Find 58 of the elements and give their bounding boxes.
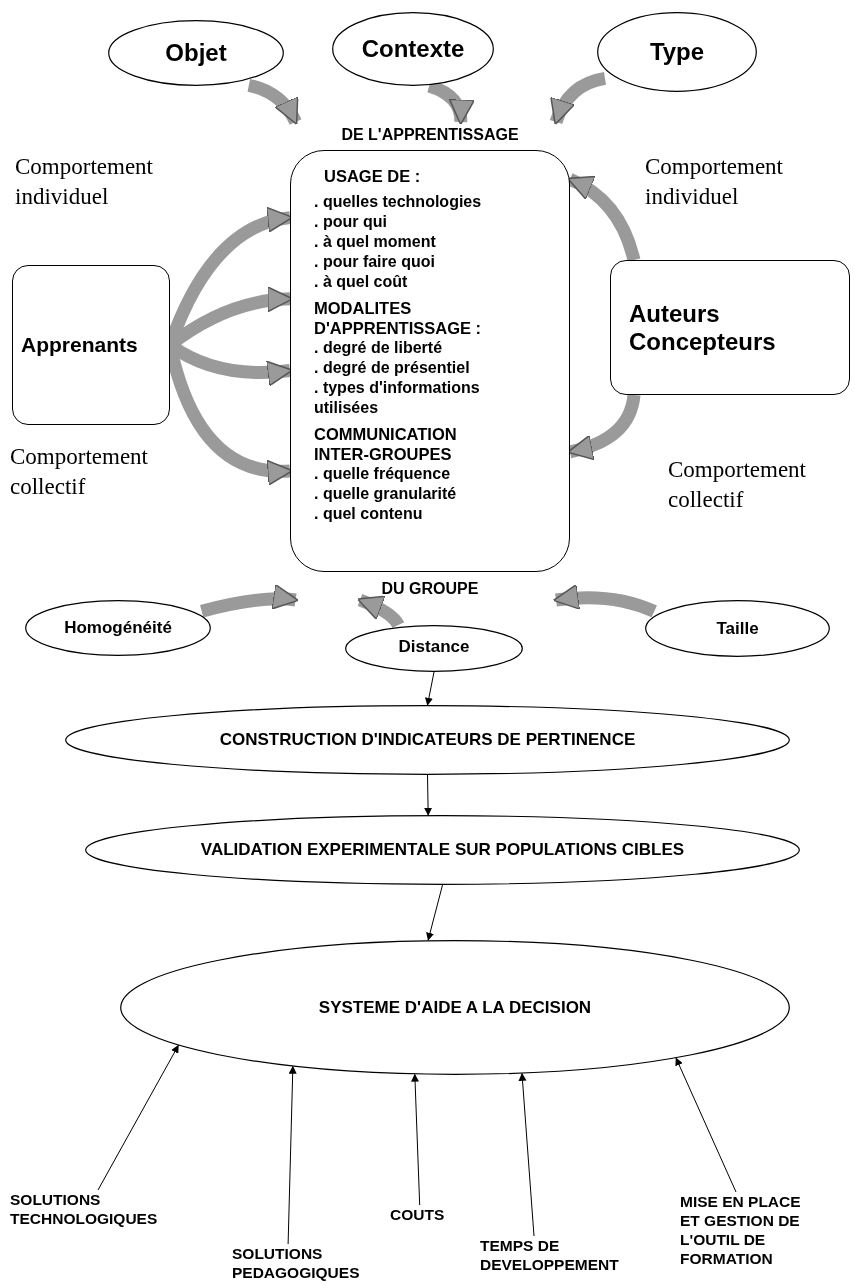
ellipse-node	[120, 940, 790, 1075]
arrow	[97, 1044, 179, 1191]
node-label: Apprenants	[21, 333, 138, 357]
node-label: Taille	[716, 618, 759, 639]
list-item: . pour qui	[314, 212, 387, 232]
node-label: Homogénéité	[64, 618, 172, 638]
section-heading: USAGE DE :	[324, 166, 421, 186]
factor-text: TEMPS DE DEVELOPPEMENT	[480, 1236, 680, 1276]
factor-text: COUTS	[390, 1205, 480, 1227]
annotation-text: Comportement collectif	[668, 456, 807, 514]
ellipse-node	[332, 12, 494, 86]
section-heading: MODALITES D'APPRENTISSAGE :	[314, 298, 483, 338]
arrow	[287, 1065, 297, 1245]
ellipse-node	[597, 12, 757, 92]
ellipse-node	[345, 625, 523, 672]
list-item: . quel contenu	[314, 504, 423, 524]
node-label: Objet	[165, 39, 227, 67]
arrow	[411, 1073, 421, 1206]
node-label: Distance	[398, 636, 470, 657]
ellipse-node	[25, 600, 211, 656]
factor-text: SOLUTIONS PEDAGOGIQUES	[232, 1244, 402, 1284]
list-item: . quelle granularité	[314, 484, 457, 504]
curved-block-arrow	[552, 584, 657, 618]
list-item: . types d'informations utilisées	[314, 378, 481, 418]
arrow	[675, 1057, 737, 1193]
node-label: Auteurs Concepteurs	[629, 299, 777, 356]
node-label: SYSTEME D'AIDE A LA DECISION	[318, 997, 592, 1018]
list-item: . à quel moment	[314, 232, 436, 252]
annotation-text: Comportement individuel	[645, 153, 784, 211]
annotation-text: Comportement individuel	[15, 153, 154, 211]
list-item: . à quel coût	[314, 272, 408, 292]
curved-block-arrow	[200, 584, 299, 618]
arrow	[518, 1072, 535, 1237]
arrow	[424, 671, 435, 706]
ellipse-node	[85, 815, 800, 885]
list-item: . quelle fréquence	[314, 464, 451, 484]
curved-block-arrow	[356, 593, 404, 629]
factor-text: SOLUTIONS TECHNOLOGIQUES	[10, 1190, 230, 1230]
node-label: Contexte	[361, 35, 465, 63]
factor-text: MISE EN PLACE ET GESTION DE L'OUTIL DE FORMATION	[680, 1192, 820, 1272]
group-heading: DE L'APPRENTISSAGE	[340, 126, 520, 144]
group-heading: DU GROUPE	[380, 580, 480, 598]
node-label: VALIDATION EXPERIMENTALE SUR POPULATIONS CIBLES	[200, 840, 685, 860]
list-item: . pour faire quoi	[314, 252, 435, 272]
arrow	[426, 884, 443, 941]
list-item: . degré de présentiel	[314, 358, 470, 378]
ellipse-node	[65, 705, 790, 775]
node-label: Type	[649, 38, 705, 66]
arrow	[424, 774, 433, 816]
annotation-text: Comportement collectif	[10, 443, 149, 501]
ellipse-node	[108, 20, 284, 86]
rounded-box	[12, 265, 170, 425]
node-label: CONSTRUCTION D'INDICATEURS DE PERTINENCE	[219, 730, 636, 750]
section-heading: COMMUNICATION INTER-GROUPES	[314, 424, 458, 464]
list-item: . degré de liberté	[314, 338, 443, 358]
ellipse-node	[645, 600, 830, 657]
list-item: . quelles technologies	[314, 192, 482, 212]
rounded-box	[610, 260, 850, 395]
